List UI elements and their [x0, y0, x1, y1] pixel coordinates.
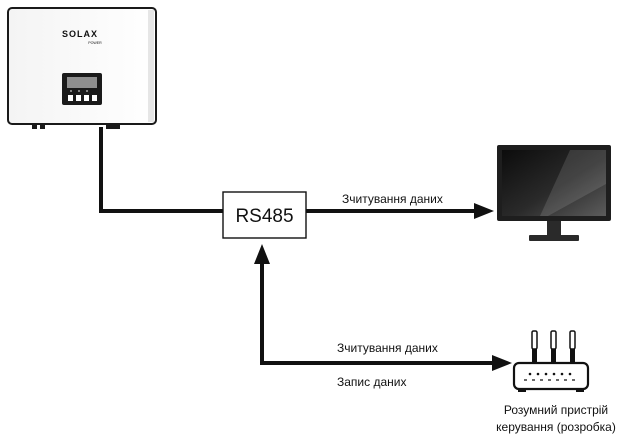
inverter-button-3 — [84, 95, 89, 101]
inverter-brand: SOLAX — [62, 29, 98, 39]
arrowhead-device — [492, 355, 512, 371]
device-caption-line-2: керування (розробка) — [496, 420, 616, 434]
inverter-side-edge — [148, 10, 154, 122]
arrowhead-monitor — [474, 203, 494, 219]
monitor-glare — [540, 150, 606, 216]
inverter: SOLAX POWER — [7, 7, 157, 129]
inverter-led-3 — [86, 90, 88, 92]
inverter-button-1 — [68, 95, 73, 101]
inverter-brand-sub: POWER — [88, 41, 102, 45]
wire-inverter-to-rs485 — [99, 127, 223, 213]
inverter-button-4 — [92, 95, 97, 101]
inverter-button-2 — [76, 95, 81, 101]
router-antenna-2 — [550, 330, 557, 350]
router-antenna-1 — [531, 330, 538, 350]
inverter-body — [7, 7, 157, 125]
router-body — [512, 361, 590, 391]
router-antenna-2-base — [551, 349, 556, 363]
label-read-to-monitor: Зчитування даних — [342, 192, 443, 206]
arrowhead-rs485 — [254, 244, 270, 264]
wire-rs485-to-device — [260, 262, 495, 365]
smart-device: Розумний пристрій керування (розробка) — [496, 330, 616, 434]
inverter-connector-2 — [40, 124, 45, 129]
monitor-neck — [547, 221, 561, 235]
inverter-connector-1 — [32, 124, 37, 129]
rs485-box: RS485 — [222, 191, 307, 239]
router-antenna-1-base — [532, 349, 537, 363]
link-to-device: Зчитування даних Запис даних — [254, 244, 512, 389]
link-to-monitor: Зчитування даних — [306, 192, 494, 219]
router-led-6 — [568, 372, 572, 376]
rs485-frame — [222, 191, 307, 239]
monitor — [497, 145, 611, 241]
inverter-lcd — [67, 77, 97, 88]
router-foot-right — [576, 389, 584, 392]
router-led-3 — [544, 372, 548, 376]
monitor-stand — [529, 235, 579, 241]
inverter-led-1 — [70, 90, 72, 92]
inverter-led-2 — [78, 90, 80, 92]
router-led-5 — [560, 372, 564, 376]
router-foot-left — [518, 389, 526, 392]
device-caption-line-1: Розумний пристрій — [504, 403, 608, 417]
router-led-4 — [552, 372, 556, 376]
router-antenna-3 — [569, 330, 576, 350]
inverter-port — [106, 124, 120, 129]
router-antenna-3-base — [570, 349, 575, 363]
label-write-to-device: Запис даних — [337, 375, 406, 389]
label-read-from-device: Зчитування даних — [337, 341, 438, 355]
router-led-2 — [536, 372, 540, 376]
monitor-screen — [502, 150, 606, 216]
rs485-label: RS485 — [235, 206, 293, 227]
router-led-1 — [528, 372, 532, 376]
